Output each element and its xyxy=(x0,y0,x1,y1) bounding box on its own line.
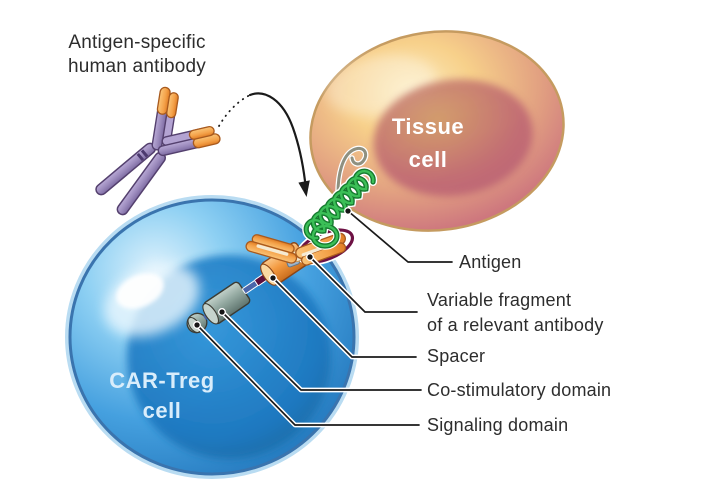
antibody-variable-tip xyxy=(166,92,179,119)
antibody-label: Antigen-specific human antibody xyxy=(67,32,206,77)
transfer-arrow xyxy=(218,92,310,197)
transfer-arrow-dotted xyxy=(218,94,251,127)
co-stimulatory-cap xyxy=(202,303,220,325)
callout-lines xyxy=(194,208,455,428)
antibody-variable-tip xyxy=(188,125,215,140)
callout-dot-antigen xyxy=(344,207,352,215)
callout-line-signaling xyxy=(194,322,422,428)
callout-label-spacer: Spacer xyxy=(427,346,486,366)
tissue-cell-label: Tissue cell xyxy=(391,114,465,172)
antibody-hinge-band xyxy=(140,149,149,158)
transfer-arrow-curve xyxy=(248,92,307,183)
callout-line-variable-fragment xyxy=(307,254,420,315)
callout-line-co-stimulatory xyxy=(219,309,424,393)
callout-dot-variable-fragment xyxy=(306,253,314,261)
callout-dot-co-stimulatory xyxy=(218,308,226,316)
tissue-cell-nucleus xyxy=(373,79,533,197)
antigen-hook xyxy=(335,145,369,196)
car-treg-highlight xyxy=(116,273,164,309)
callout-label-variable-fragment: Variable fragment of a relevant antibody xyxy=(427,290,604,335)
callout-dot-spacer xyxy=(269,274,277,282)
callout-dot-signaling xyxy=(193,321,201,329)
antibody-illustration xyxy=(95,86,221,216)
variable-fragment-cleft xyxy=(256,244,289,256)
transfer-arrowhead xyxy=(298,180,310,197)
callout-dots xyxy=(193,207,352,329)
callout-line-spacer xyxy=(270,275,419,360)
callout-label-antigen: Antigen xyxy=(459,252,522,272)
transmembrane-linker xyxy=(242,280,259,294)
callout-line-antigen xyxy=(345,208,455,265)
callout-label-signaling-domain: Signaling domain xyxy=(427,415,569,435)
car-treg-outer-rim xyxy=(65,195,359,479)
car-treg-cell-label: CAR-Treg cell xyxy=(109,368,215,423)
antibody-hinge-band xyxy=(136,152,145,162)
callout-label-co-stimulatory-domain: Co-stimulatory domain xyxy=(427,380,612,400)
